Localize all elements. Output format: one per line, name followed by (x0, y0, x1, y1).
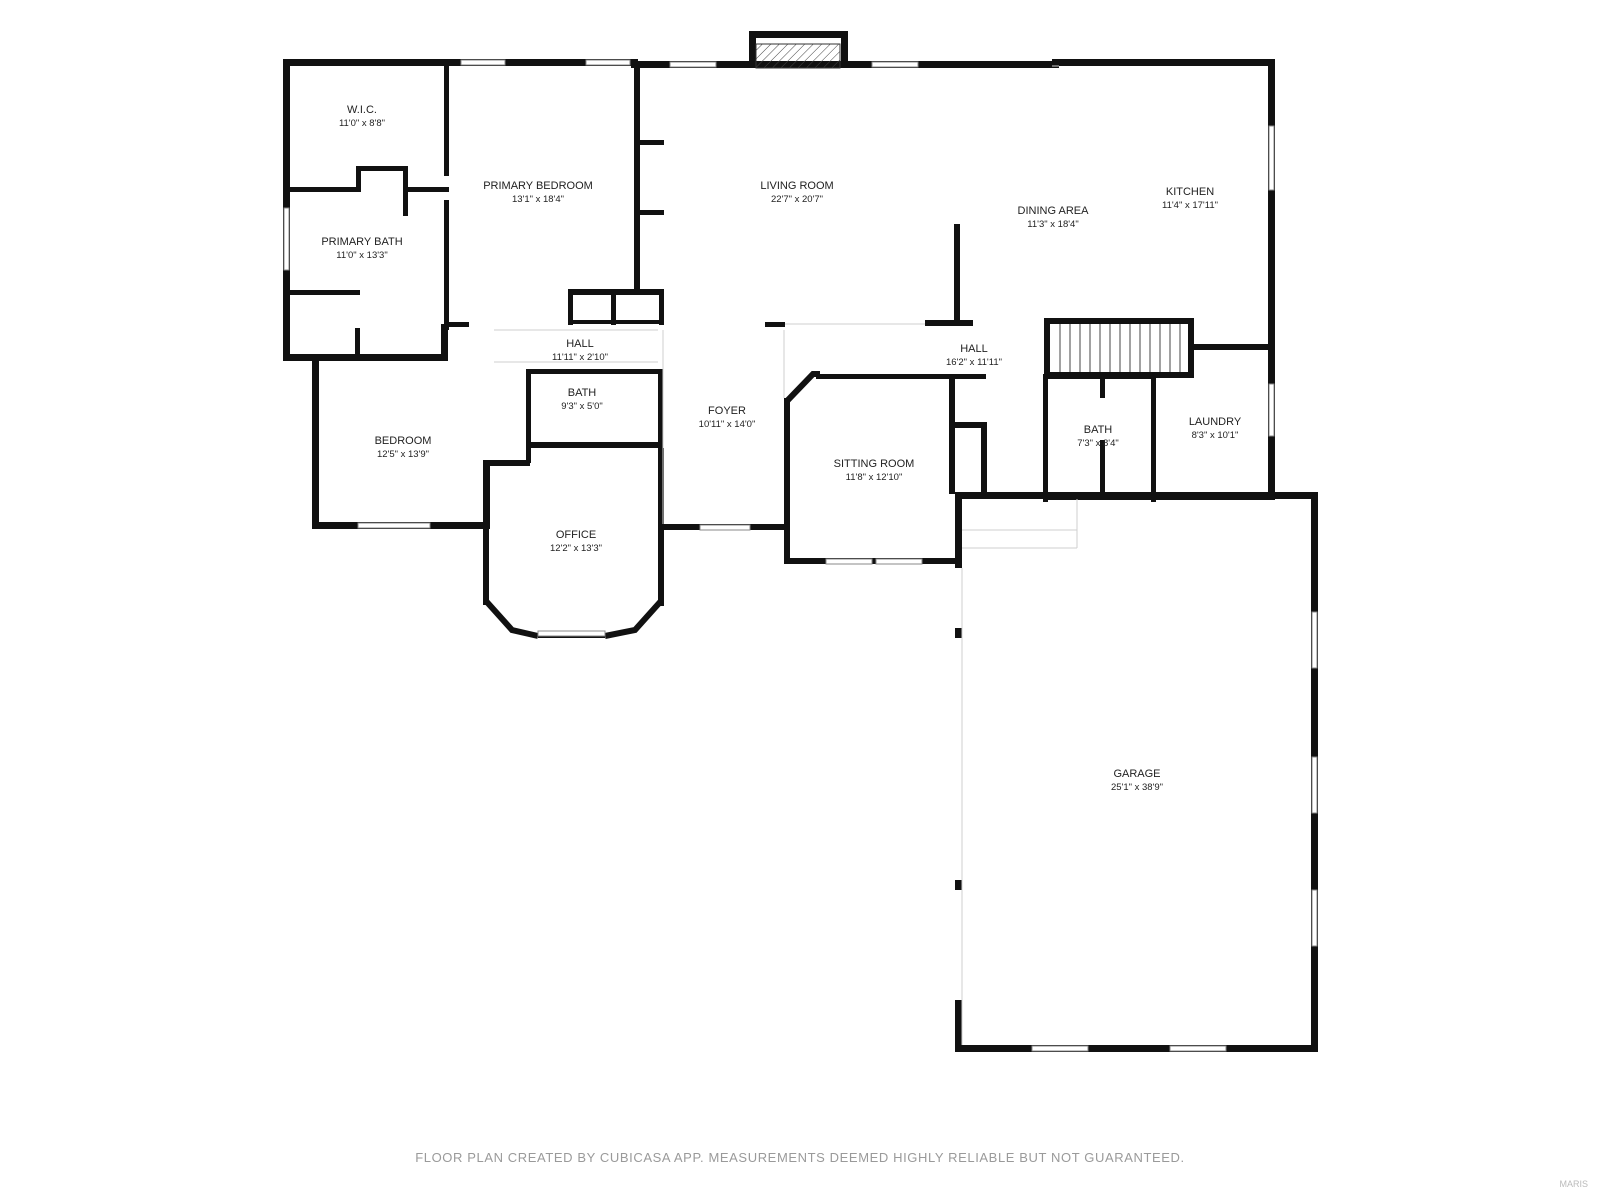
room-bedroom: BEDROOM 12'5" x 13'9" (375, 435, 432, 460)
room-name: HALL (960, 343, 988, 355)
office-bay-walls (483, 371, 820, 639)
room-dimensions: 16'2" x 11'11" (946, 357, 1002, 368)
room-dimensions: 9'3" x 5'0" (561, 401, 603, 412)
room-name: SITTING ROOM (834, 458, 915, 470)
room-laundry: LAUNDRY 8'3" x 10'1" (1189, 416, 1242, 441)
room-dimensions: 13'1" x 18'4" (512, 194, 564, 205)
room-bath-east: BATH 7'3" x 8'4" (1077, 424, 1119, 449)
room-name: W.I.C. (347, 104, 377, 116)
room-dimensions: 11'3" x 18'4" (1027, 219, 1078, 230)
room-kitchen: KITCHEN 11'4" x 17'11" (1162, 186, 1218, 211)
room-name: PRIMARY BEDROOM (483, 180, 593, 192)
room-dimensions: 10'11" x 14'0" (699, 419, 756, 430)
room-name: HALL (566, 338, 594, 350)
room-dining-area: DINING AREA 11'3" x 18'4" (1018, 205, 1090, 230)
room-dimensions: 25'1" x 38'9" (1111, 782, 1163, 793)
room-name: BATH (1084, 424, 1113, 436)
room-name: GARAGE (1113, 768, 1160, 780)
room-primary-bath: PRIMARY BATH 11'0" x 13'3" (321, 236, 402, 261)
room-foyer: FOYER 10'11" x 14'0" (699, 405, 756, 430)
room-name: PRIMARY BATH (321, 236, 402, 248)
room-name: LAUNDRY (1189, 416, 1242, 428)
room-name: BATH (568, 387, 597, 399)
room-hall-east: HALL 16'2" x 11'11" (946, 343, 1002, 368)
room-wic: W.I.C. 11'0" x 8'8" (339, 104, 385, 129)
room-name: DINING AREA (1018, 205, 1090, 217)
room-dimensions: 12'2" x 13'3" (550, 543, 602, 554)
room-primary-bedroom: PRIMARY BEDROOM 13'1" x 18'4" (483, 180, 593, 205)
room-dimensions: 11'0" x 13'3" (336, 250, 387, 261)
room-name: KITCHEN (1166, 186, 1214, 198)
fireplace (749, 31, 848, 38)
watermark: MARIS (1559, 1179, 1588, 1189)
room-dimensions: 12'5" x 13'9" (377, 449, 429, 460)
room-garage: GARAGE 25'1" x 38'9" (1111, 768, 1163, 793)
room-hall-west: HALL 11'11" x 2'10" (552, 338, 608, 363)
room-labels: W.I.C. 11'0" x 8'8" PRIMARY BEDROOM 13'1… (321, 104, 1241, 793)
disclaimer-footer: FLOOR PLAN CREATED BY CUBICASA APP. MEAS… (415, 1150, 1185, 1165)
room-dimensions: 22'7" x 20'7" (771, 194, 823, 205)
room-dimensions: 11'4" x 17'11" (1162, 200, 1218, 211)
openings (494, 65, 1078, 1045)
room-name: BEDROOM (375, 435, 432, 447)
room-name: LIVING ROOM (760, 180, 833, 192)
room-dimensions: 11'8" x 12'10" (846, 472, 903, 483)
room-office: OFFICE 12'2" x 13'3" (550, 529, 602, 554)
room-dimensions: 7'3" x 8'4" (1077, 438, 1119, 449)
room-name: FOYER (708, 405, 746, 417)
room-dimensions: 8'3" x 10'1" (1192, 430, 1239, 441)
room-dimensions: 11'11" x 2'10" (552, 352, 608, 363)
windows (283, 59, 1318, 1052)
room-living-room: LIVING ROOM 22'7" x 20'7" (760, 180, 833, 205)
room-sitting-room: SITTING ROOM 11'8" x 12'10" (834, 458, 915, 483)
room-bath-west: BATH 9'3" x 5'0" (561, 387, 603, 412)
room-dimensions: 11'0" x 8'8" (339, 118, 385, 129)
room-name: OFFICE (556, 529, 596, 541)
